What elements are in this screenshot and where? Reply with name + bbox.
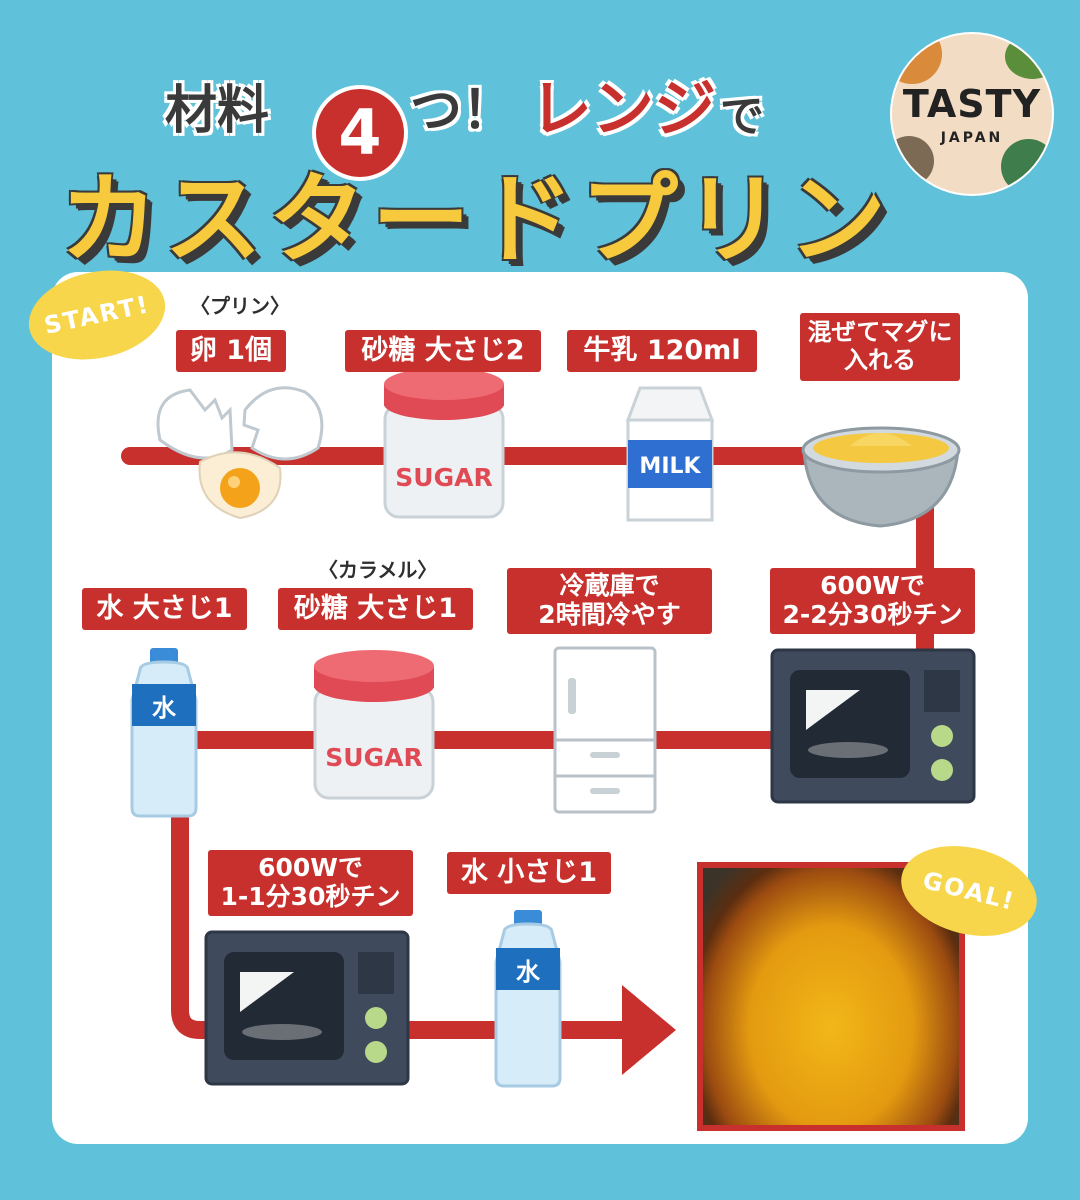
food-decoration-icon — [1001, 139, 1052, 194]
food-decoration-icon — [1005, 34, 1052, 79]
header-text-zairyo: 材料 — [165, 81, 270, 141]
water-bottle-icon: 水 — [130, 648, 198, 818]
flow-line — [130, 447, 934, 1039]
ingredient-count-badge: 4 — [312, 85, 408, 181]
tasty-japan-logo: TASTY JAPAN — [890, 32, 1054, 196]
refrigerator-icon — [553, 646, 657, 814]
step-label-sugar-1tbsp: 砂糖 大さじ1 — [278, 588, 473, 630]
milk-label-text: MILK — [639, 454, 701, 479]
page-title: カスタードプリン — [60, 163, 893, 277]
flow-arrow-head — [622, 985, 676, 1075]
sugar-jar-icon: SUGAR — [313, 650, 435, 800]
header-text-tsu: つ！ — [410, 81, 515, 141]
flow-start-cap — [121, 447, 139, 465]
logo-sub-text: JAPAN — [940, 130, 1004, 146]
water-label-text: 水 — [152, 694, 177, 722]
logo-brand-text: TASTY — [902, 82, 1042, 126]
section-pudding-label: 〈プリン〉 — [190, 294, 290, 318]
food-decoration-icon — [892, 136, 934, 186]
step-label-refrigerate: 冷蔵庫で 2時間冷やす — [507, 568, 712, 634]
header-text-de: で — [720, 91, 764, 142]
step-label-milk: 牛乳 120ml — [567, 330, 757, 372]
water-label-text: 水 — [516, 958, 541, 986]
step-label-water-1tbsp: 水 大さじ1 — [82, 588, 247, 630]
goal-bubble-text: GOAL! — [919, 866, 1019, 916]
step-label-microwave-2: 600Wで 1-1分30秒チン — [208, 850, 413, 916]
sugar-label-text: SUGAR — [395, 463, 492, 492]
step-label-mix: 混ぜてマグに 入れる — [800, 313, 960, 381]
step-label-microwave-1: 600Wで 2-2分30秒チン — [770, 568, 975, 634]
microwave-icon — [204, 930, 410, 1086]
microwave-icon — [770, 648, 976, 804]
step-label-sugar-2tbsp: 砂糖 大さじ2 — [345, 330, 541, 372]
header-subtitle: 材料 4 つ！ レンジ で — [0, 40, 900, 181]
start-bubble-text: START! — [41, 290, 153, 340]
milk-carton-icon: MILK — [625, 386, 715, 522]
step-label-water-1tsp: 水 小さじ1 — [447, 852, 611, 894]
step-label-egg: 卵 1個 — [176, 330, 286, 372]
sugar-jar-icon: SUGAR — [383, 368, 505, 519]
section-caramel-label: 〈カラメル〉 — [318, 558, 438, 582]
header-text-range: レンジ — [530, 72, 717, 145]
water-bottle-icon: 水 — [494, 910, 562, 1088]
egg-icon — [156, 386, 324, 520]
sugar-label-text: SUGAR — [325, 743, 422, 772]
mixing-bowl-icon — [801, 426, 961, 528]
